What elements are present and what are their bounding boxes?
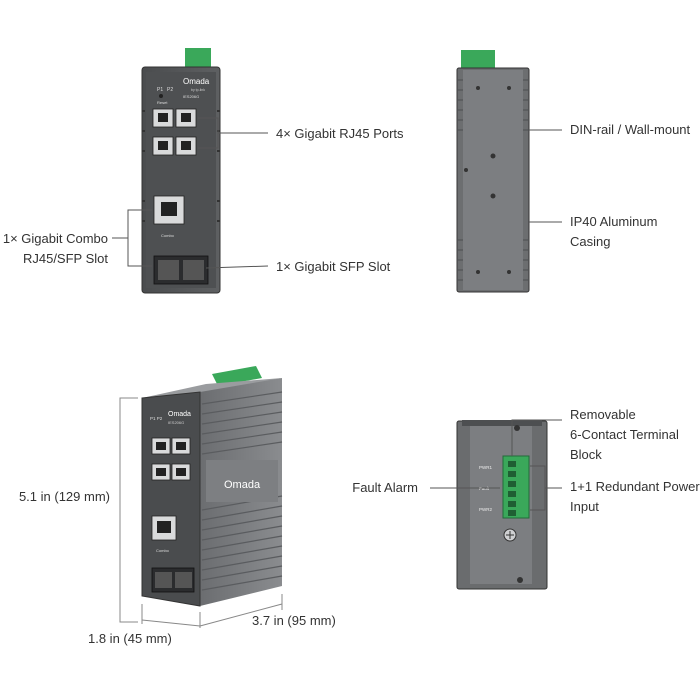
rj45-ports-label: 4× Gigabit RJ45 Ports <box>276 126 404 141</box>
svg-text:PWR2: PWR2 <box>479 507 492 512</box>
back-terminal-block <box>461 50 495 70</box>
svg-text:IES206G: IES206G <box>168 420 184 425</box>
svg-text:P1 P2: P1 P2 <box>150 416 163 421</box>
front-callout-lines <box>112 117 269 269</box>
iso-dimension-lines <box>119 397 283 628</box>
back-callout-lines <box>529 129 562 223</box>
iso-view-device: Omada Omada IES206G P1 P2 Combo <box>141 366 283 607</box>
side-callout-lines <box>430 419 562 511</box>
front-view-device: Omada by tp-link IES206G P1 P2 Reset Com… <box>141 48 221 294</box>
fault-alarm-label: Fault Alarm <box>352 480 418 495</box>
power-label-line1: 1+1 Redundant Power <box>570 479 700 494</box>
iso-side-logo: Omada <box>224 479 261 491</box>
svg-text:Combo: Combo <box>156 548 170 553</box>
front-terminal-block <box>185 48 211 68</box>
height-dimension-label: 5.1 in (129 mm) <box>18 489 110 504</box>
iso-side-ribs <box>201 391 283 591</box>
front-brand-logo: Omada <box>183 77 210 86</box>
svg-text:PWR1: PWR1 <box>479 465 492 470</box>
casing-label-line2: Casing <box>570 234 611 249</box>
svg-text:IES206G: IES206G <box>183 94 199 99</box>
power-label-line2: Input <box>570 499 599 514</box>
svg-text:Reset: Reset <box>157 100 168 105</box>
terminal-label-line3: Block <box>570 447 602 462</box>
casing-label-line1: IP40 Aluminum <box>570 214 658 229</box>
terminal-label-line1: Removable <box>570 407 636 422</box>
svg-text:P1: P1 <box>157 87 163 93</box>
side-view-device: PWR1 Fault PWR2 <box>456 420 548 590</box>
terminal-label-line2: 6-Contact Terminal <box>570 427 679 442</box>
din-rail-label: DIN-rail / Wall-mount <box>570 122 691 137</box>
depth-dimension-label: 3.7 in (95 mm) <box>252 613 336 628</box>
back-view-device <box>456 50 530 293</box>
svg-text:by tp-link: by tp-link <box>191 88 205 92</box>
iso-side-logo-panel <box>206 460 278 502</box>
width-dimension-label: 1.8 in (45 mm) <box>88 631 172 646</box>
combo-slot-label-line2: RJ45/SFP Slot <box>22 251 108 266</box>
sfp-slot-label: 1× Gigabit SFP Slot <box>276 259 391 274</box>
svg-text:P2: P2 <box>167 87 173 93</box>
svg-text:Omada: Omada <box>168 411 191 418</box>
combo-slot-label-line1: 1× Gigabit Combo <box>2 231 108 246</box>
svg-text:Combo: Combo <box>161 233 175 238</box>
